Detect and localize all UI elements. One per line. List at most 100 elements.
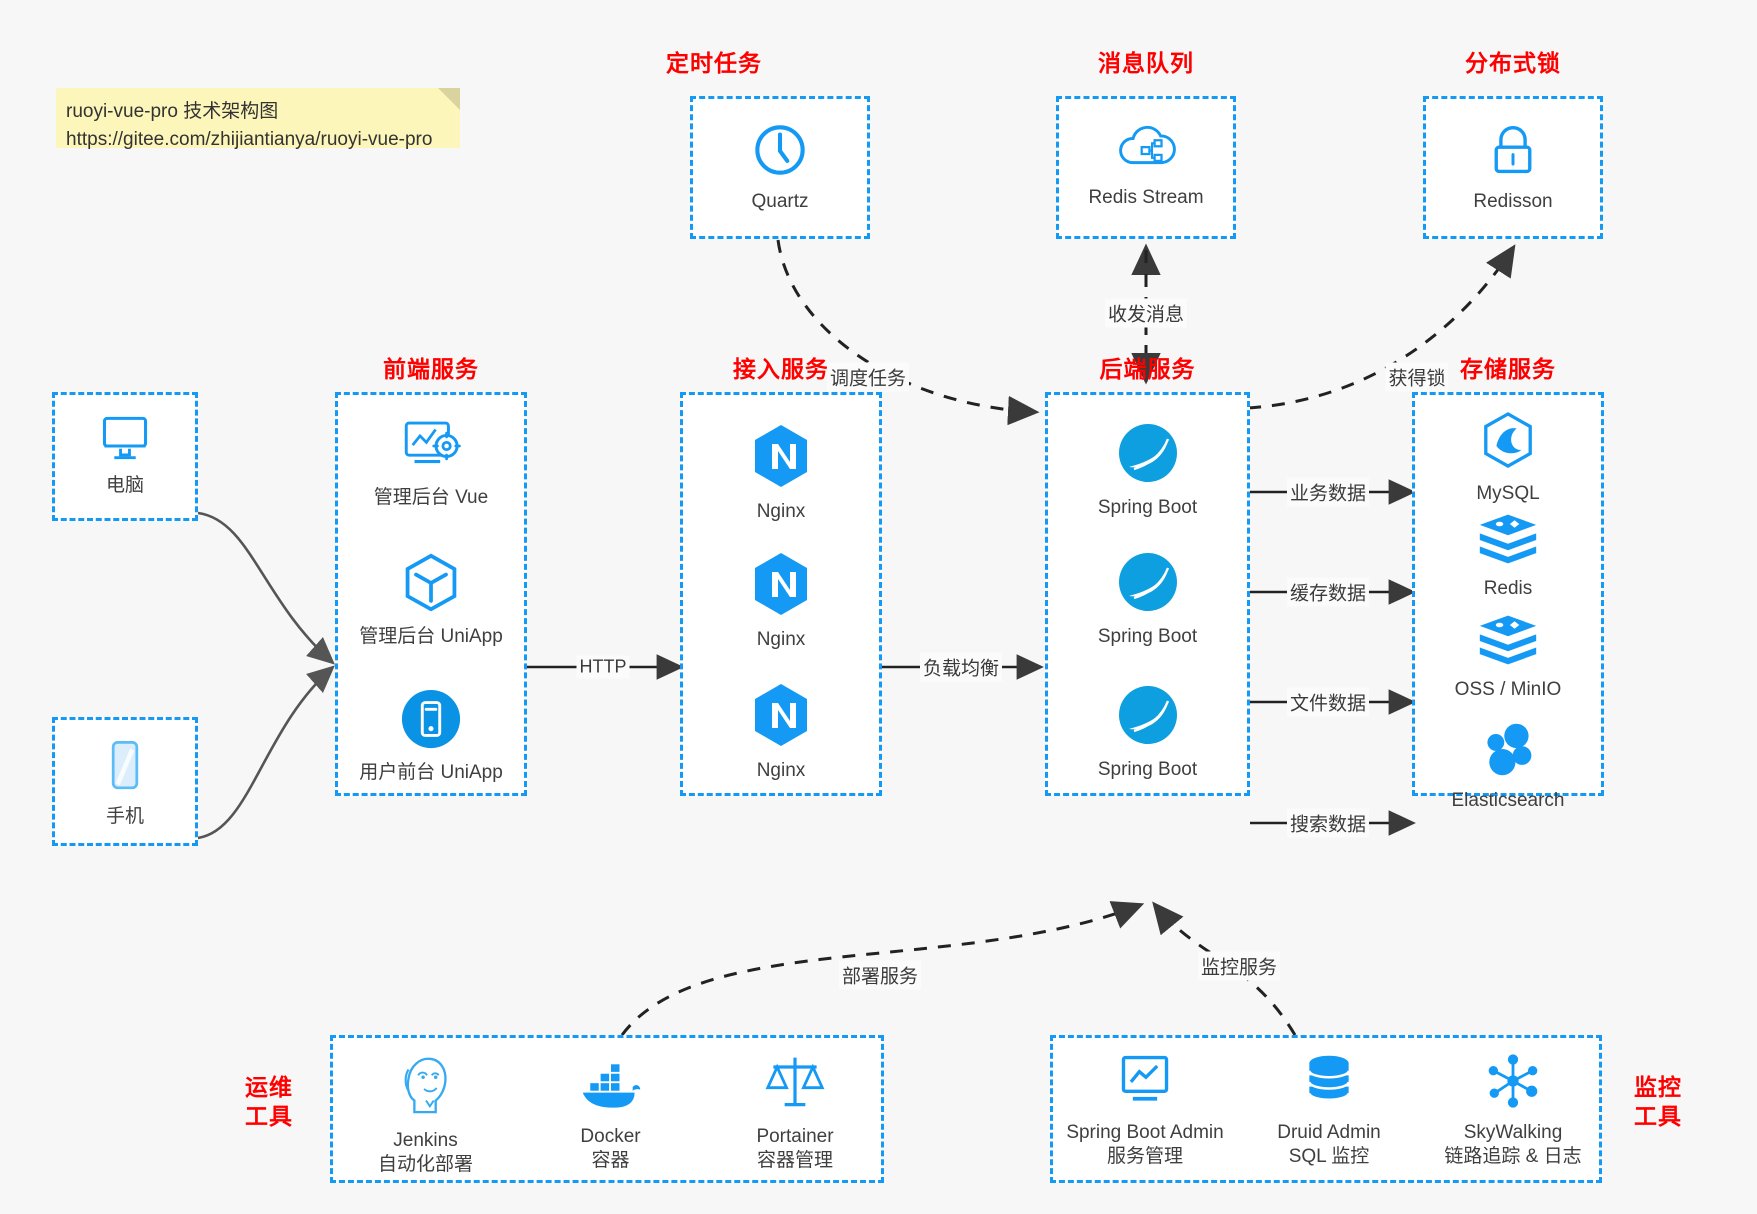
node-nginx-2[interactable]: Nginx [683,551,879,652]
node-label: Spring Boot [1097,759,1198,780]
mobile-app-icon [338,688,524,755]
node-spring-boot-admin[interactable]: Spring Boot Admin 服务管理 [1053,1052,1237,1169]
group-devops: Jenkins 自动化部署 Docker 容器 [330,1035,884,1183]
node-skywalking[interactable]: SkyWalking 链路追踪 & 日志 [1421,1052,1605,1169]
group-title-monitor: 监控 工具 [1625,1073,1691,1132]
edge-label-load-balance: 负载均衡 [919,652,1003,682]
nginx-icon [683,551,879,622]
monitor-chart-icon [1053,1052,1237,1115]
elasticsearch-icon [1415,720,1601,783]
node-sublabel: 容器 [591,1149,630,1171]
group-title-mq: 消息队列 [1098,50,1194,76]
node-druid-admin[interactable]: Druid Admin SQL 监控 [1237,1052,1421,1169]
group-title-backend: 后端服务 [1099,356,1196,382]
group-title-gateway: 接入服务 [733,356,829,382]
node-admin-uniapp[interactable]: 管理后台 UniApp [338,552,524,649]
node-sublabel: 容器管理 [756,1149,833,1171]
node-redisson[interactable]: Redisson [1426,121,1600,214]
redis-icon [1415,512,1601,571]
lock-icon [1426,121,1600,184]
group-title-monitor-line1: 监控 [1634,1074,1682,1100]
node-mysql[interactable]: MySQL [1415,411,1601,506]
note-line-title: ruoyi-vue-pro 技术架构图 [66,101,279,122]
database-icon [1237,1052,1421,1115]
node-admin-vue[interactable]: 管理后台 Vue [338,417,524,510]
node-label: Spring Boot [1097,626,1198,647]
node-redis-stream[interactable]: Redis Stream [1059,121,1233,210]
edge-label-send-receive-message: 收发消息 [1104,298,1188,328]
group-client-mobile: 手机 [52,717,198,846]
group-monitor: Spring Boot Admin 服务管理 Druid Admin [1050,1035,1602,1183]
cube-icon [338,552,524,619]
node-elasticsearch[interactable]: Elasticsearch [1415,720,1601,813]
group-title-scheduler: 定时任务 [666,50,762,76]
node-label: Nginx [756,760,806,781]
node-docker[interactable]: Docker 容器 [518,1058,703,1173]
node-user-uniapp[interactable]: 用户前台 UniApp [338,688,524,785]
group-backend: Spring Boot Spring Boot Spring Boot [1045,392,1250,796]
portainer-icon [703,1052,887,1119]
node-label: Redis Stream [1088,187,1204,208]
node-spring-boot-2[interactable]: Spring Boot [1048,550,1247,649]
node-nginx-1[interactable]: Nginx [683,423,879,524]
mysql-icon [1415,411,1601,476]
jenkins-icon [333,1052,518,1123]
node-oss-minio[interactable]: OSS / MinIO [1415,613,1601,702]
nginx-icon [683,423,879,494]
group-title-devops: 运维 工具 [236,1073,302,1132]
node-label: OSS / MinIO [1454,679,1562,700]
node-label: 管理后台 Vue [373,487,489,508]
node-label: SkyWalking [1463,1122,1563,1143]
edge-label-deploy-service: 部署服务 [838,960,922,990]
group-mq: Redis Stream [1056,96,1236,239]
node-spring-boot-3[interactable]: Spring Boot [1048,683,1247,782]
node-sublabel: SQL 监控 [1288,1145,1370,1167]
skywalking-icon [1421,1052,1605,1115]
group-title-storage: 存储服务 [1460,356,1556,382]
dashboard-settings-icon [338,417,524,480]
cloud-stream-icon [1059,121,1233,180]
nginx-icon [683,682,879,753]
node-label: Elasticsearch [1451,790,1565,811]
node-desktop[interactable]: 电脑 [55,413,195,498]
node-label: Docker [580,1126,641,1147]
group-client-pc: 电脑 [52,392,198,521]
node-label: Quartz [751,191,809,212]
node-phone[interactable]: 手机 [55,738,195,829]
node-label: 手机 [105,806,144,827]
node-label: 用户前台 UniApp [359,762,503,783]
node-label: Druid Admin [1277,1122,1381,1143]
node-label: Portainer [756,1126,834,1147]
node-redis[interactable]: Redis [1415,512,1601,601]
clock-icon [693,121,867,184]
node-sublabel: 服务管理 [1106,1145,1183,1167]
node-nginx-3[interactable]: Nginx [683,682,879,783]
edge-label-search-data: 搜索数据 [1286,808,1370,838]
edge-label-monitor-service: 监控服务 [1197,951,1281,981]
node-label: Spring Boot [1097,497,1198,518]
group-storage: MySQL Redis [1412,392,1604,811]
node-sublabel: 链路追踪 & 日志 [1444,1145,1582,1167]
node-label: Redis [1483,578,1533,599]
group-scheduler: Quartz [690,96,870,239]
group-title-devops-line1: 运维 [245,1074,293,1100]
node-label: Spring Boot Admin [1066,1122,1224,1143]
phone-icon [55,738,195,799]
node-sublabel: 自动化部署 [377,1153,473,1175]
note-fold-corner [438,88,460,110]
spring-boot-icon [1048,421,1247,490]
oss-minio-icon [1415,613,1601,672]
group-title-lock: 分布式锁 [1465,50,1561,76]
node-jenkins[interactable]: Jenkins 自动化部署 [333,1052,518,1177]
edge-label-cache-data: 缓存数据 [1286,577,1370,607]
group-gateway: Nginx Nginx Nginx [680,392,882,796]
desktop-icon [55,413,195,468]
node-label: Jenkins [393,1130,458,1151]
spring-boot-icon [1048,550,1247,619]
group-lock: Redisson [1423,96,1603,239]
node-portainer[interactable]: Portainer 容器管理 [703,1052,887,1173]
node-label: MySQL [1476,483,1540,504]
node-quartz[interactable]: Quartz [693,121,867,214]
node-spring-boot-1[interactable]: Spring Boot [1048,421,1247,520]
